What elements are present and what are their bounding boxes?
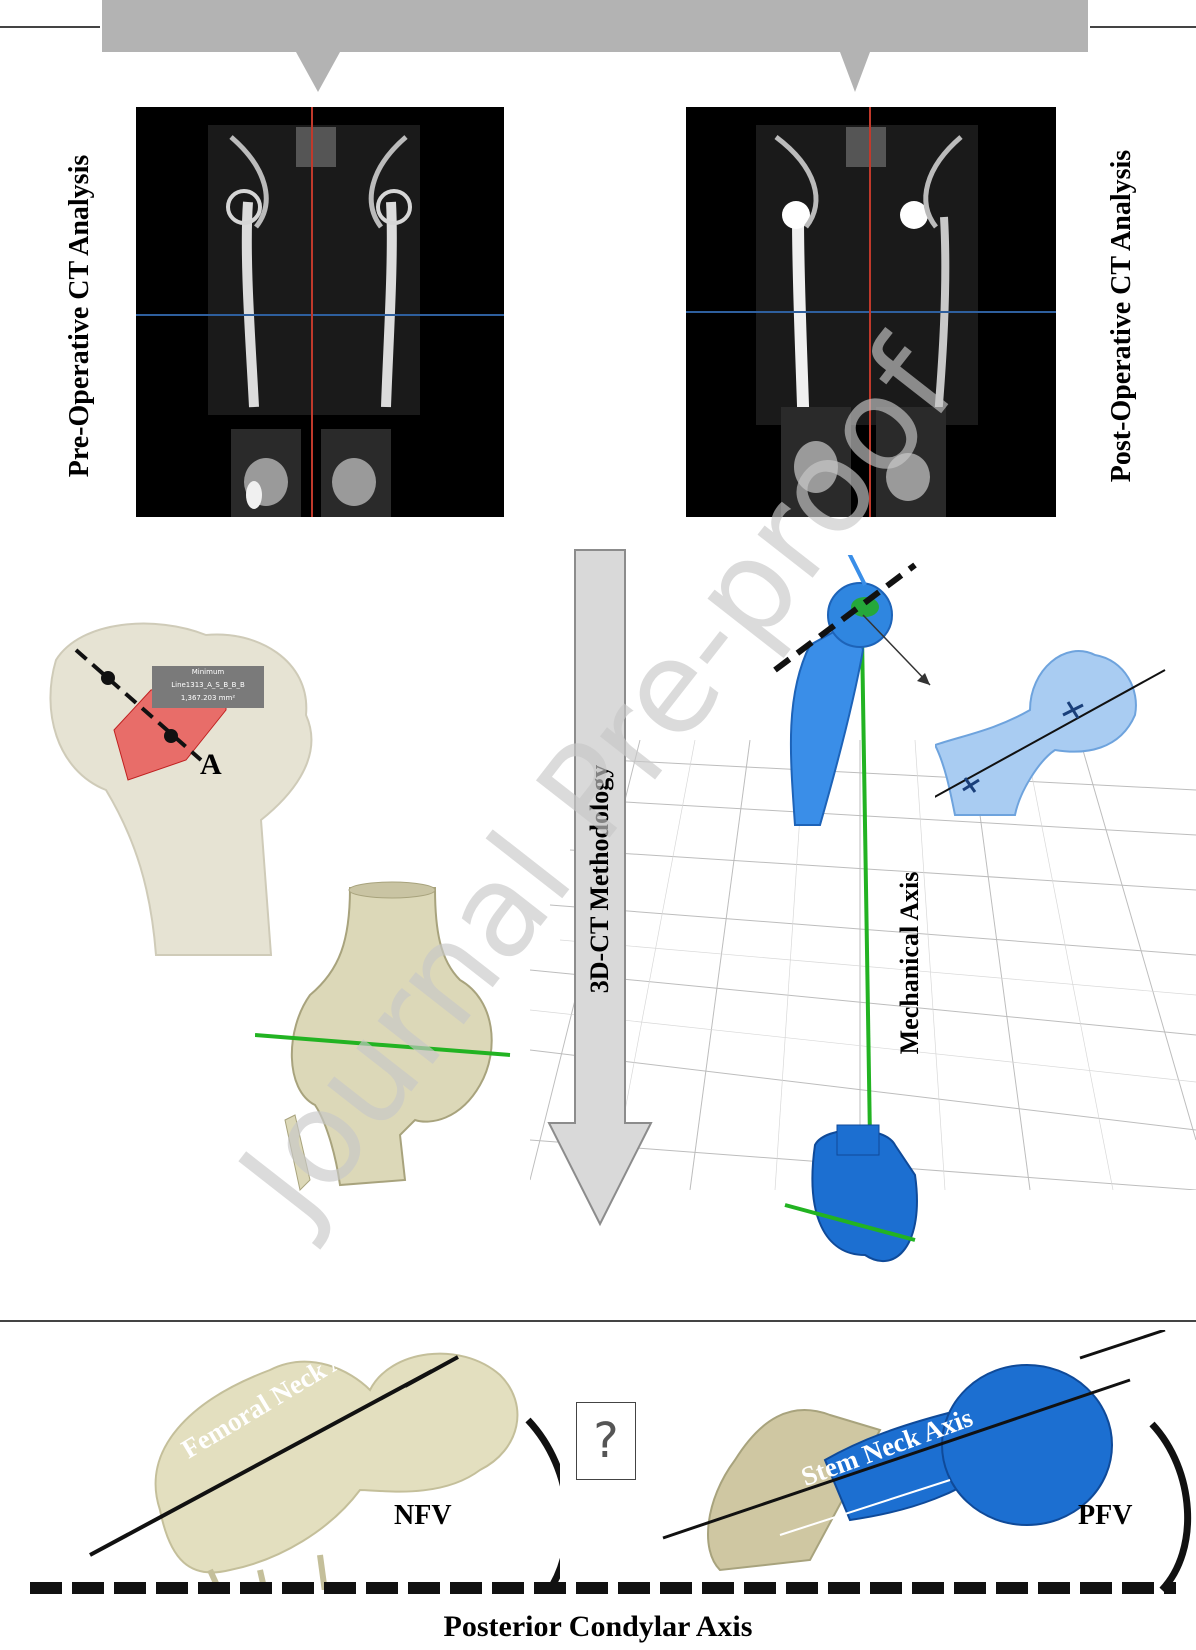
- pfv-label: PFV: [1078, 1500, 1132, 1532]
- measurement-box: Minimum Line1313_A_S_B_B_B 1,367.203 mm²: [152, 666, 264, 708]
- measurement-title: Minimum: [152, 666, 264, 679]
- posterior-condylar-axis-line: [0, 1578, 1196, 1598]
- measurement-line-name: Line1313_A_S_B_B_B: [152, 679, 264, 692]
- posterior-condylar-axis-label: Posterior Condylar Axis: [300, 1610, 896, 1644]
- stem-detail-model: [935, 640, 1175, 820]
- postop-ct-label: Post-Operative CT Analysis: [1106, 126, 1138, 506]
- stem-neck-model: [660, 1330, 1196, 1600]
- nfv-label: NFV: [394, 1500, 452, 1532]
- measurement-value: 1,367.203 mm²: [152, 692, 264, 705]
- point-a-label: A: [200, 748, 222, 782]
- preop-ct-scan: [136, 107, 504, 517]
- top-banner: [0, 0, 1196, 100]
- preop-ct-image: [136, 107, 504, 517]
- bottom-section-rule: [0, 1320, 1196, 1322]
- question-box: ?: [576, 1402, 636, 1480]
- mechanical-axis-label: Mechanical Axis: [895, 813, 925, 1113]
- preop-ct-label: Pre-Operative CT Analysis: [64, 126, 96, 506]
- question-mark: ?: [577, 1403, 635, 1479]
